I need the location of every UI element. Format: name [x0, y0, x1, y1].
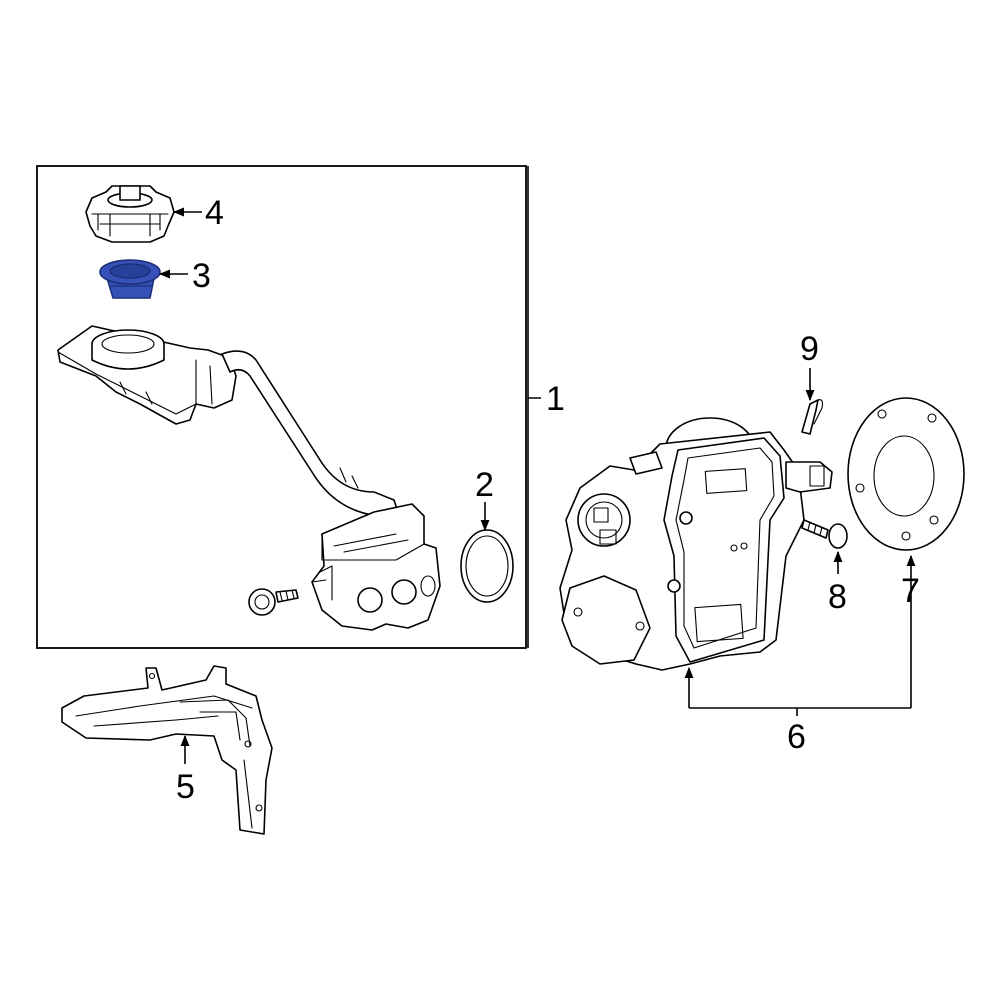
master-cylinder-assembly-part[interactable] — [57, 325, 441, 631]
callout-7: 7 — [901, 572, 920, 610]
retaining-clip-part[interactable] — [801, 399, 824, 435]
callout-6: 6 — [787, 718, 806, 756]
callout-1: 1 — [546, 380, 565, 418]
mounting-bracket-part[interactable] — [61, 665, 273, 835]
reservoir-strainer-part[interactable] — [99, 259, 161, 299]
brake-booster-part[interactable] — [559, 417, 833, 671]
booster-bolt-part[interactable] — [801, 519, 848, 549]
o-ring-seal-part[interactable] — [460, 529, 514, 603]
leader-lines — [158, 166, 916, 764]
callout-5: 5 — [176, 768, 195, 806]
callout-2: 2 — [475, 466, 494, 504]
reservoir-cap-part[interactable] — [85, 185, 175, 243]
callout-8: 8 — [828, 578, 847, 616]
assembly-group-box — [36, 165, 527, 649]
callout-9: 9 — [800, 330, 819, 368]
callout-4: 4 — [205, 194, 224, 232]
leader-line-1 — [527, 166, 541, 648]
booster-gasket-part[interactable] — [847, 397, 965, 551]
callout-labels: 1 2 3 4 5 6 7 8 9 — [176, 194, 920, 806]
callout-3: 3 — [192, 257, 211, 295]
